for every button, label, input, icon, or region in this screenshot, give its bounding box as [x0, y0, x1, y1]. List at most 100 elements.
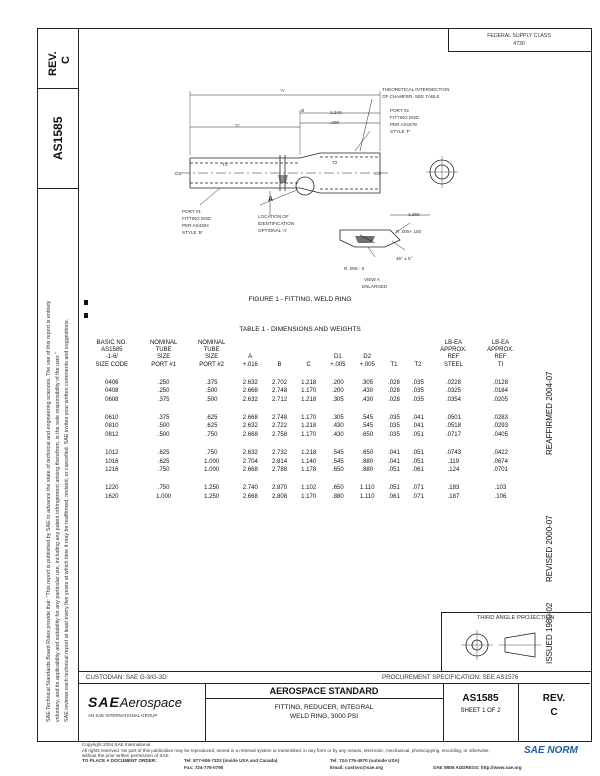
table-title: TABLE 1 - DIMENSIONS AND WEIGHTS [239, 326, 361, 333]
table-cell: .124 [447, 467, 460, 474]
table-cell: .750 [157, 467, 170, 474]
table-header-line: +.016 [242, 361, 258, 368]
callout-view-a: VIEW A [364, 277, 380, 282]
table-cell: .430 [361, 396, 374, 403]
dim-a: 'A' [280, 88, 285, 93]
table-header-line: C [306, 361, 311, 368]
footer-tel2: Tel: 724-776-4970 (outside USA) [330, 758, 400, 763]
table-cell: .545 [332, 450, 344, 457]
sae-logo-sub: AN SAE INTERNATIONAL GROUP [88, 713, 158, 718]
footer-order-label: TO PLACE A DOCUMENT ORDER: [82, 758, 157, 763]
projection-label: THIRD ANGLE PROJECTION [476, 615, 555, 621]
dim-rad: R .005 - 5 [344, 266, 365, 271]
table-cell: .750 [157, 485, 170, 492]
table-header-line: D1 [334, 354, 342, 361]
table-cell: .650 [332, 485, 344, 492]
table-cell: .250 [157, 388, 170, 395]
table-cell: 0406 [105, 379, 119, 386]
table-cell: .880 [361, 458, 374, 465]
table-cell: .375 [157, 415, 170, 422]
view-a-circle [295, 176, 315, 196]
table-cell: .545 [332, 458, 344, 465]
table-cell: 1012 [105, 450, 119, 457]
side-rev-title: REV. [47, 51, 59, 76]
table-header-line: B [277, 361, 282, 368]
dim-t2: T2 [332, 160, 338, 165]
dim-1260: 1.260 [408, 212, 420, 217]
table-cell: .0701 [492, 467, 508, 474]
table-header-line: AS1585 [101, 347, 123, 354]
table-header-cell: A+.016 [236, 340, 265, 369]
projection-symbol [461, 630, 541, 660]
table-group-spacer [84, 474, 524, 484]
table-group-spacer [84, 439, 524, 449]
table-cell: 0408 [105, 388, 119, 395]
table-cell: .051 [388, 467, 400, 474]
table-cell: 2.702 [272, 379, 288, 386]
table-cell: .305 [332, 396, 344, 403]
table-group-spacer [84, 404, 524, 414]
table-cell: 1.218 [301, 379, 317, 386]
table-cell: 2.808 [272, 493, 288, 500]
table-cell: .071 [412, 485, 424, 492]
table-cell: 2.788 [272, 467, 288, 474]
table-header-line: TUBE [203, 347, 220, 354]
table-cell: 1.000 [156, 493, 172, 500]
table-cell: .650 [361, 431, 374, 438]
logo-divider [205, 683, 206, 741]
table-header-line: +.005 [359, 361, 375, 368]
table-header-line: T1 [390, 361, 398, 368]
table-cell: 2.814 [272, 458, 288, 465]
dim-r: R .005+.150 [396, 229, 422, 234]
dim-d2: .D2 [374, 171, 382, 176]
table-cell: .028 [388, 379, 400, 386]
table-cell: .0283 [492, 415, 508, 422]
figure-bullet [84, 300, 88, 305]
table-cell: .0325 [445, 388, 461, 395]
document-frame [37, 28, 592, 742]
table-cell: 1.170 [301, 415, 317, 422]
table-cell: .0422 [492, 450, 508, 457]
table-cell: .0228 [445, 379, 461, 386]
table-cell: 1.110 [359, 485, 375, 492]
table-cell: 2.712 [272, 396, 288, 403]
table-cell: .625 [157, 450, 170, 457]
table-cell: .0674 [492, 458, 508, 465]
table-cell: 2.632 [242, 450, 258, 457]
notice-line-3: SAE reviews each technical report at lea… [64, 318, 70, 722]
callout-location-of: LOCATION OF [258, 214, 289, 219]
table-cell: .305 [332, 415, 344, 422]
callout-per-as: PER AS1579 [390, 122, 417, 127]
sheet-number: SHEET 1 OF 2 [460, 708, 501, 714]
callout-identification: IDENTIFICATION [258, 221, 295, 226]
table-cell: .500 [205, 388, 218, 395]
table-cell: 1.250 [204, 485, 220, 492]
dim-45: 45° ± 5° [396, 256, 413, 261]
table-cell: 2.632 [242, 423, 258, 430]
table-header-line: PORT #1 [151, 361, 177, 368]
callout-optional: OPTIONAL 'A' [258, 228, 288, 233]
table-cell: .051 [412, 458, 424, 465]
callout-fitting-end-1: FITTING END [182, 216, 211, 221]
table-cell: 1.170 [301, 388, 317, 395]
table-cell: .041 [412, 423, 424, 430]
table-cell: .0205 [492, 396, 508, 403]
rev-divider [518, 683, 519, 741]
table-cell: 1620 [105, 493, 119, 500]
table-header-cell: B [265, 340, 294, 369]
table-header-line: REF [494, 354, 507, 361]
table-cell: 0810 [105, 423, 119, 430]
table-cell: 2.668 [242, 431, 258, 438]
table-header-cell: BASIC NO.AS1585-1-6/SIZE CODE [84, 340, 140, 369]
custodian: CUSTODIAN: SAE G-3/G-3D [86, 674, 167, 681]
